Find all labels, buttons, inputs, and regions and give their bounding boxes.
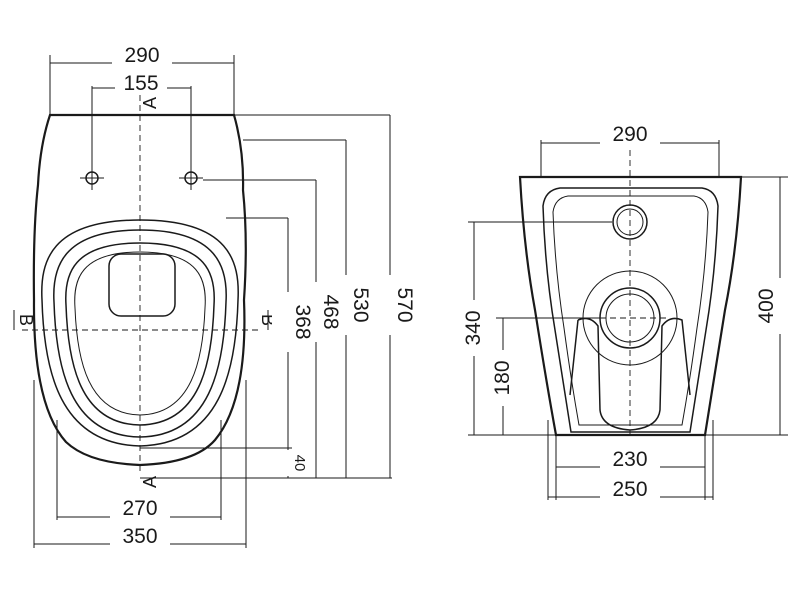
rear-inner-wall [542,187,719,433]
dim-40: 40 [291,455,308,472]
dim-270: 270 [122,497,157,520]
dim-368: 368 [291,304,314,339]
dim-570: 570 [393,287,416,322]
dim-340: 340 [462,310,485,345]
dim-290-top: 290 [124,44,159,67]
dim-400: 400 [755,288,778,323]
dim-350: 350 [122,525,157,548]
dim-rear-290: 290 [612,123,647,146]
dim-250: 250 [612,478,647,501]
rear-inner-wall-2 [552,195,709,426]
dim-530: 530 [349,287,372,322]
bowl-outline [32,113,247,467]
dim-468: 468 [319,294,342,329]
dim-230: 230 [612,448,647,471]
section-a-top: A [140,97,160,109]
dim-180: 180 [491,360,514,395]
dim-155: 155 [123,72,158,95]
trapway [569,317,691,431]
top-view: A A B B 290 155 570 530 468 [13,44,416,548]
rear-view: 290 400 340 180 230 250 [459,123,795,501]
section-b-left: B [16,314,36,326]
section-a-bottom: A [140,476,160,488]
water-trap [108,253,176,317]
